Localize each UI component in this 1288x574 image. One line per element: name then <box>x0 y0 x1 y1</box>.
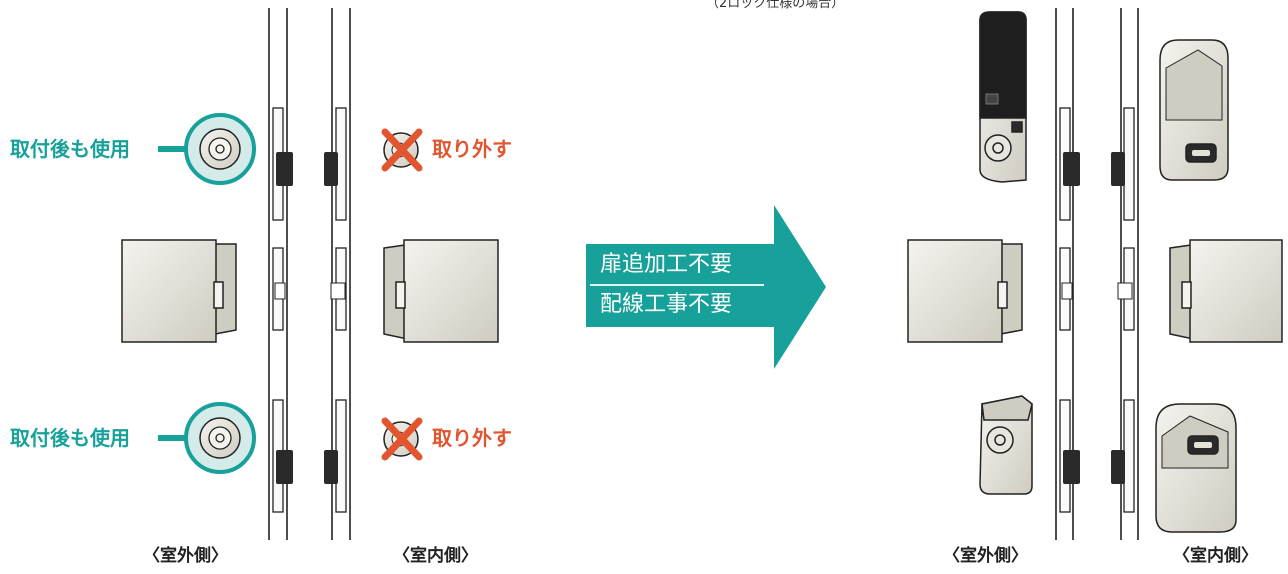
smart-lock-keypad-unit <box>979 11 1027 183</box>
smart-lock-inside-bottom-unit <box>1155 403 1237 533</box>
inside-lever-handle-before <box>383 239 499 343</box>
inside-lever-handle-after <box>1169 239 1283 343</box>
remove-label-bottom: 取り外す <box>432 426 512 450</box>
keep-cylinder-top <box>158 113 256 185</box>
arrow-text-no-wiring: 配線工事不要 <box>600 292 733 317</box>
remove-thumbturn-top <box>381 128 423 172</box>
remove-label-top: 取り外す <box>432 137 512 161</box>
smart-lock-inside-top-unit <box>1159 39 1229 181</box>
outside-lever-handle-before <box>121 239 237 343</box>
before-outside-side-label: 〈室外側〉 <box>143 546 228 566</box>
keep-cylinder-bottom <box>158 402 256 474</box>
remove-thumbturn-bottom <box>381 417 423 461</box>
two-lock-spec-note: （2ロック仕様の場合） <box>706 0 845 11</box>
keep-label-top: 取付後も使用 <box>10 137 130 161</box>
keep-label-bottom: 取付後も使用 <box>10 426 130 450</box>
outside-lever-handle-after <box>907 239 1023 343</box>
after-outside-side-label: 〈室外側〉 <box>943 546 1028 566</box>
transition-arrow <box>586 205 826 369</box>
right-latch-blocks <box>1061 152 1133 484</box>
smart-lock-outside-bottom-unit <box>979 395 1033 495</box>
after-inside-side-label: 〈室内側〉 <box>1173 546 1258 566</box>
before-inside-side-label: 〈室内側〉 <box>393 546 478 566</box>
arrow-text-no-door-processing: 扉追加工不要 <box>600 252 733 277</box>
left-latch-blocks <box>274 152 346 484</box>
